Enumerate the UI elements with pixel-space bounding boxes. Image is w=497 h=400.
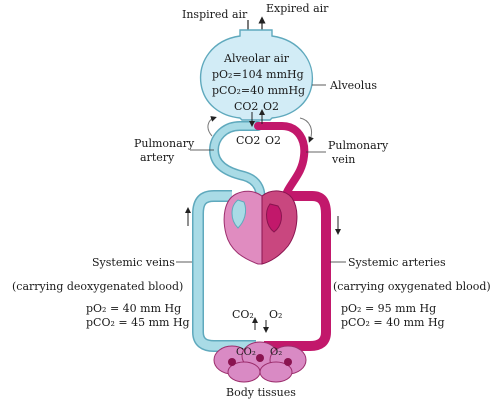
tissue-nucleus — [256, 354, 264, 362]
tissue-nucleus — [284, 358, 292, 366]
systemic-veins-label: Systemic veins — [92, 256, 175, 269]
pulmonary-artery-fill — [210, 122, 264, 210]
body-tissues-label: Body tissues — [226, 386, 296, 399]
left-atrium — [266, 203, 282, 233]
systemic-circulation — [185, 190, 341, 352]
systemic-vein-fill — [193, 191, 256, 351]
systemic-arteries-note: (carrying oxygenated blood) — [333, 280, 491, 293]
pulmonary-vein-arrow — [299, 117, 314, 143]
heart — [223, 190, 298, 265]
body-tissue-cells — [213, 341, 307, 383]
alveolus-sac — [199, 29, 314, 121]
alveolar-co2: CO2 — [234, 100, 258, 113]
lung-o2-label: O2 — [265, 134, 281, 147]
systemic-arteries-label: Systemic arteries — [348, 256, 446, 269]
alveolus-label: Alveolus — [329, 79, 377, 92]
right-atrium — [231, 199, 247, 229]
systemic-artery-vessel — [264, 191, 331, 351]
pulmonary-artery-arrow — [207, 116, 217, 137]
tissue-o2-bottom: O₂ — [270, 347, 282, 358]
alveolar-po2: pO₂=104 mmHg — [212, 68, 304, 81]
pulmonary-vein-label-2: vein — [331, 153, 355, 166]
pulmonary-artery-label-2: artery — [140, 151, 175, 164]
tissue-o2-top: O₂ — [269, 308, 282, 321]
systemic-arteries-pco2: pCO₂ = 40 mm Hg — [341, 316, 445, 329]
systemic-veins-po2: pO₂ = 40 mm Hg — [86, 302, 181, 315]
inspired-air-label: Inspired air — [182, 8, 248, 21]
alveolar-o2: O2 — [263, 100, 279, 113]
tissue-nucleus — [228, 358, 236, 366]
systemic-veins-note: (carrying deoxygenated blood) — [12, 280, 183, 293]
expired-air-label: Expired air — [266, 2, 329, 15]
systemic-arteries-po2: pO₂ = 95 mm Hg — [341, 302, 436, 315]
heart-left-side — [261, 190, 298, 265]
systemic-veins-pco2: pCO₂ = 45 mm Hg — [86, 316, 190, 329]
tissue-co2-bottom: CO₂ — [236, 347, 256, 358]
pulmonary-artery-label-1: Pulmonary — [134, 137, 195, 150]
alveolar-pco2: pCO₂=40 mmHg — [212, 84, 305, 97]
alveolus — [199, 29, 314, 121]
lung-co2-label: CO2 — [236, 134, 260, 147]
pulmonary-vein-label-1: Pulmonary — [328, 139, 389, 152]
tissue-co2-top: CO₂ — [232, 308, 254, 321]
tissue-cell — [259, 361, 293, 383]
alveolar-air-title: Alveolar air — [223, 52, 290, 65]
